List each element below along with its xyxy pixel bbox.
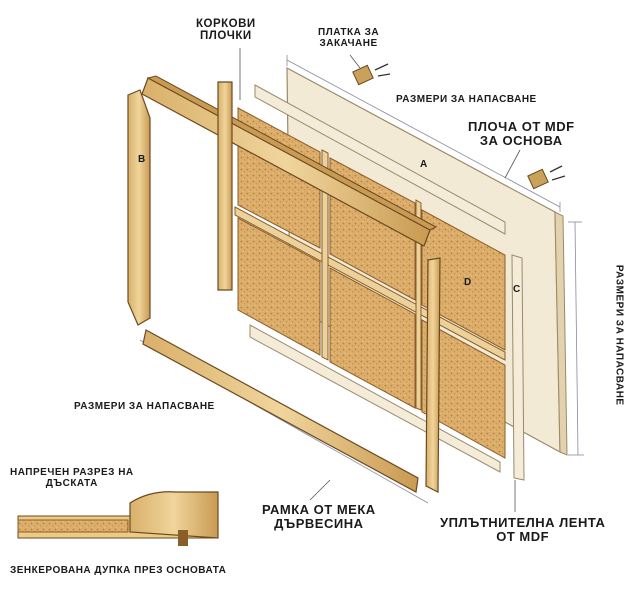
leader-lines	[239, 48, 521, 512]
label-softwood-frame-line1: РАМКА ОТ МЕКА	[262, 502, 376, 517]
board-cross-section	[17, 491, 219, 546]
label-hanging-plate-line2: ЗАКАЧАНЕ	[319, 37, 378, 49]
label-cork-tiles-line2: ПЛОЧКИ	[200, 30, 252, 43]
label-mdf-board: ПЛОЧА ОТ MDF ЗА ОСНОВА	[468, 120, 575, 147]
label-fit-dims-right: РАЗМЕРИ ЗА НАПАСВАНЕ	[613, 264, 625, 406]
part-letter-c: C	[513, 284, 521, 295]
hanging-plate-top	[352, 63, 391, 86]
label-softwood-frame-line2: ДЪРВЕСИНА	[274, 515, 364, 531]
label-softwood-frame: РАМКА ОТ МЕКА ДЪРВЕСИНА	[262, 503, 376, 530]
label-countersunk-hole: ЗЕНКЕРОВАНА ДУПКА ПРЕЗ ОСНОВАТА	[10, 565, 227, 576]
label-mdf-strip-line2: ОТ MDF	[496, 528, 550, 544]
label-cross-section-line2: ДЪСКАТА	[45, 477, 98, 489]
label-mdf-strip-line1: УПЛЪТНИТЕЛНА ЛЕНТА	[440, 515, 606, 530]
part-letter-b: B	[138, 154, 146, 165]
label-cork-tiles: КОРКОВИ ПЛОЧКИ	[196, 18, 256, 42]
label-cork-tiles-line1: КОРКОВИ	[196, 18, 256, 30]
frame-bottom-rail	[142, 329, 419, 493]
label-mdf-board-line1: ПЛОЧА ОТ MDF	[468, 119, 575, 134]
label-hanging-plate: ПЛАТКА ЗА ЗАКАЧАНЕ	[318, 27, 380, 49]
label-mdf-strip: УПЛЪТНИТЕЛНА ЛЕНТА ОТ MDF	[440, 516, 605, 543]
part-letter-a: A	[420, 159, 428, 170]
hanging-plate-right	[527, 165, 566, 190]
frame-left-stile	[127, 89, 151, 326]
part-letter-d: D	[464, 277, 472, 288]
frame-right-stile	[425, 257, 441, 493]
frame-stile-left	[217, 81, 233, 291]
label-cross-section: НАПРЕЧЕН РАЗРЕЗ НА ДЪСКАТА	[10, 467, 134, 489]
label-fit-dims-left: РАЗМЕРИ ЗА НАПАСВАНЕ	[74, 401, 215, 412]
label-hanging-plate-line1: ПЛАТКА ЗА	[318, 27, 380, 38]
label-cross-section-line1: НАПРЕЧЕН РАЗРЕЗ НА	[10, 467, 134, 478]
label-fit-dims-top: РАЗМЕРИ ЗА НАПАСВАНЕ	[396, 94, 537, 105]
label-mdf-board-line2: ЗА ОСНОВА	[479, 132, 563, 148]
